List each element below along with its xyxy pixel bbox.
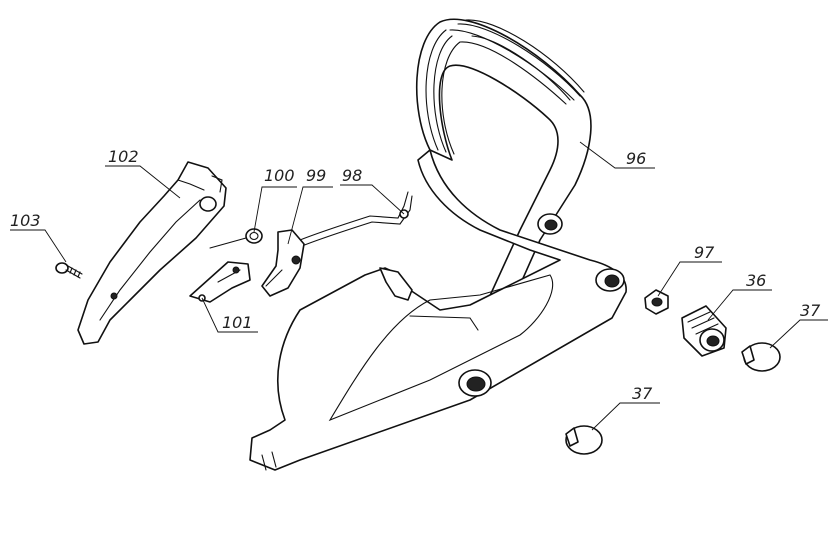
damper-part-36 xyxy=(681,305,727,357)
label-36: 36 xyxy=(746,271,766,290)
label-100: 100 xyxy=(264,166,295,185)
hand-guard-part-102 xyxy=(77,161,227,345)
label-101: 101 xyxy=(222,313,253,332)
label-103: 103 xyxy=(10,211,41,230)
spring-part-100 xyxy=(209,228,263,249)
rod-part-98 xyxy=(299,191,413,247)
label-37-bottom: 37 xyxy=(632,384,653,403)
screw-part-103 xyxy=(55,262,83,279)
label-97: 97 xyxy=(694,243,715,262)
leader-lines xyxy=(10,141,828,431)
handlebar-part-96 xyxy=(249,18,627,471)
label-98: 98 xyxy=(342,166,362,185)
lever-part-99 xyxy=(261,229,305,297)
cap-part-37-bottom xyxy=(565,425,603,455)
cap-part-37-right xyxy=(741,342,781,372)
label-99: 99 xyxy=(306,166,326,185)
bushing-part-97 xyxy=(644,289,669,315)
label-96: 96 xyxy=(626,149,646,168)
latch-part-101 xyxy=(189,261,251,303)
part-labels: 96 97 36 37 37 98 99 100 101 102 103 xyxy=(10,147,821,403)
label-102: 102 xyxy=(108,147,139,166)
label-37-right: 37 xyxy=(800,301,821,320)
